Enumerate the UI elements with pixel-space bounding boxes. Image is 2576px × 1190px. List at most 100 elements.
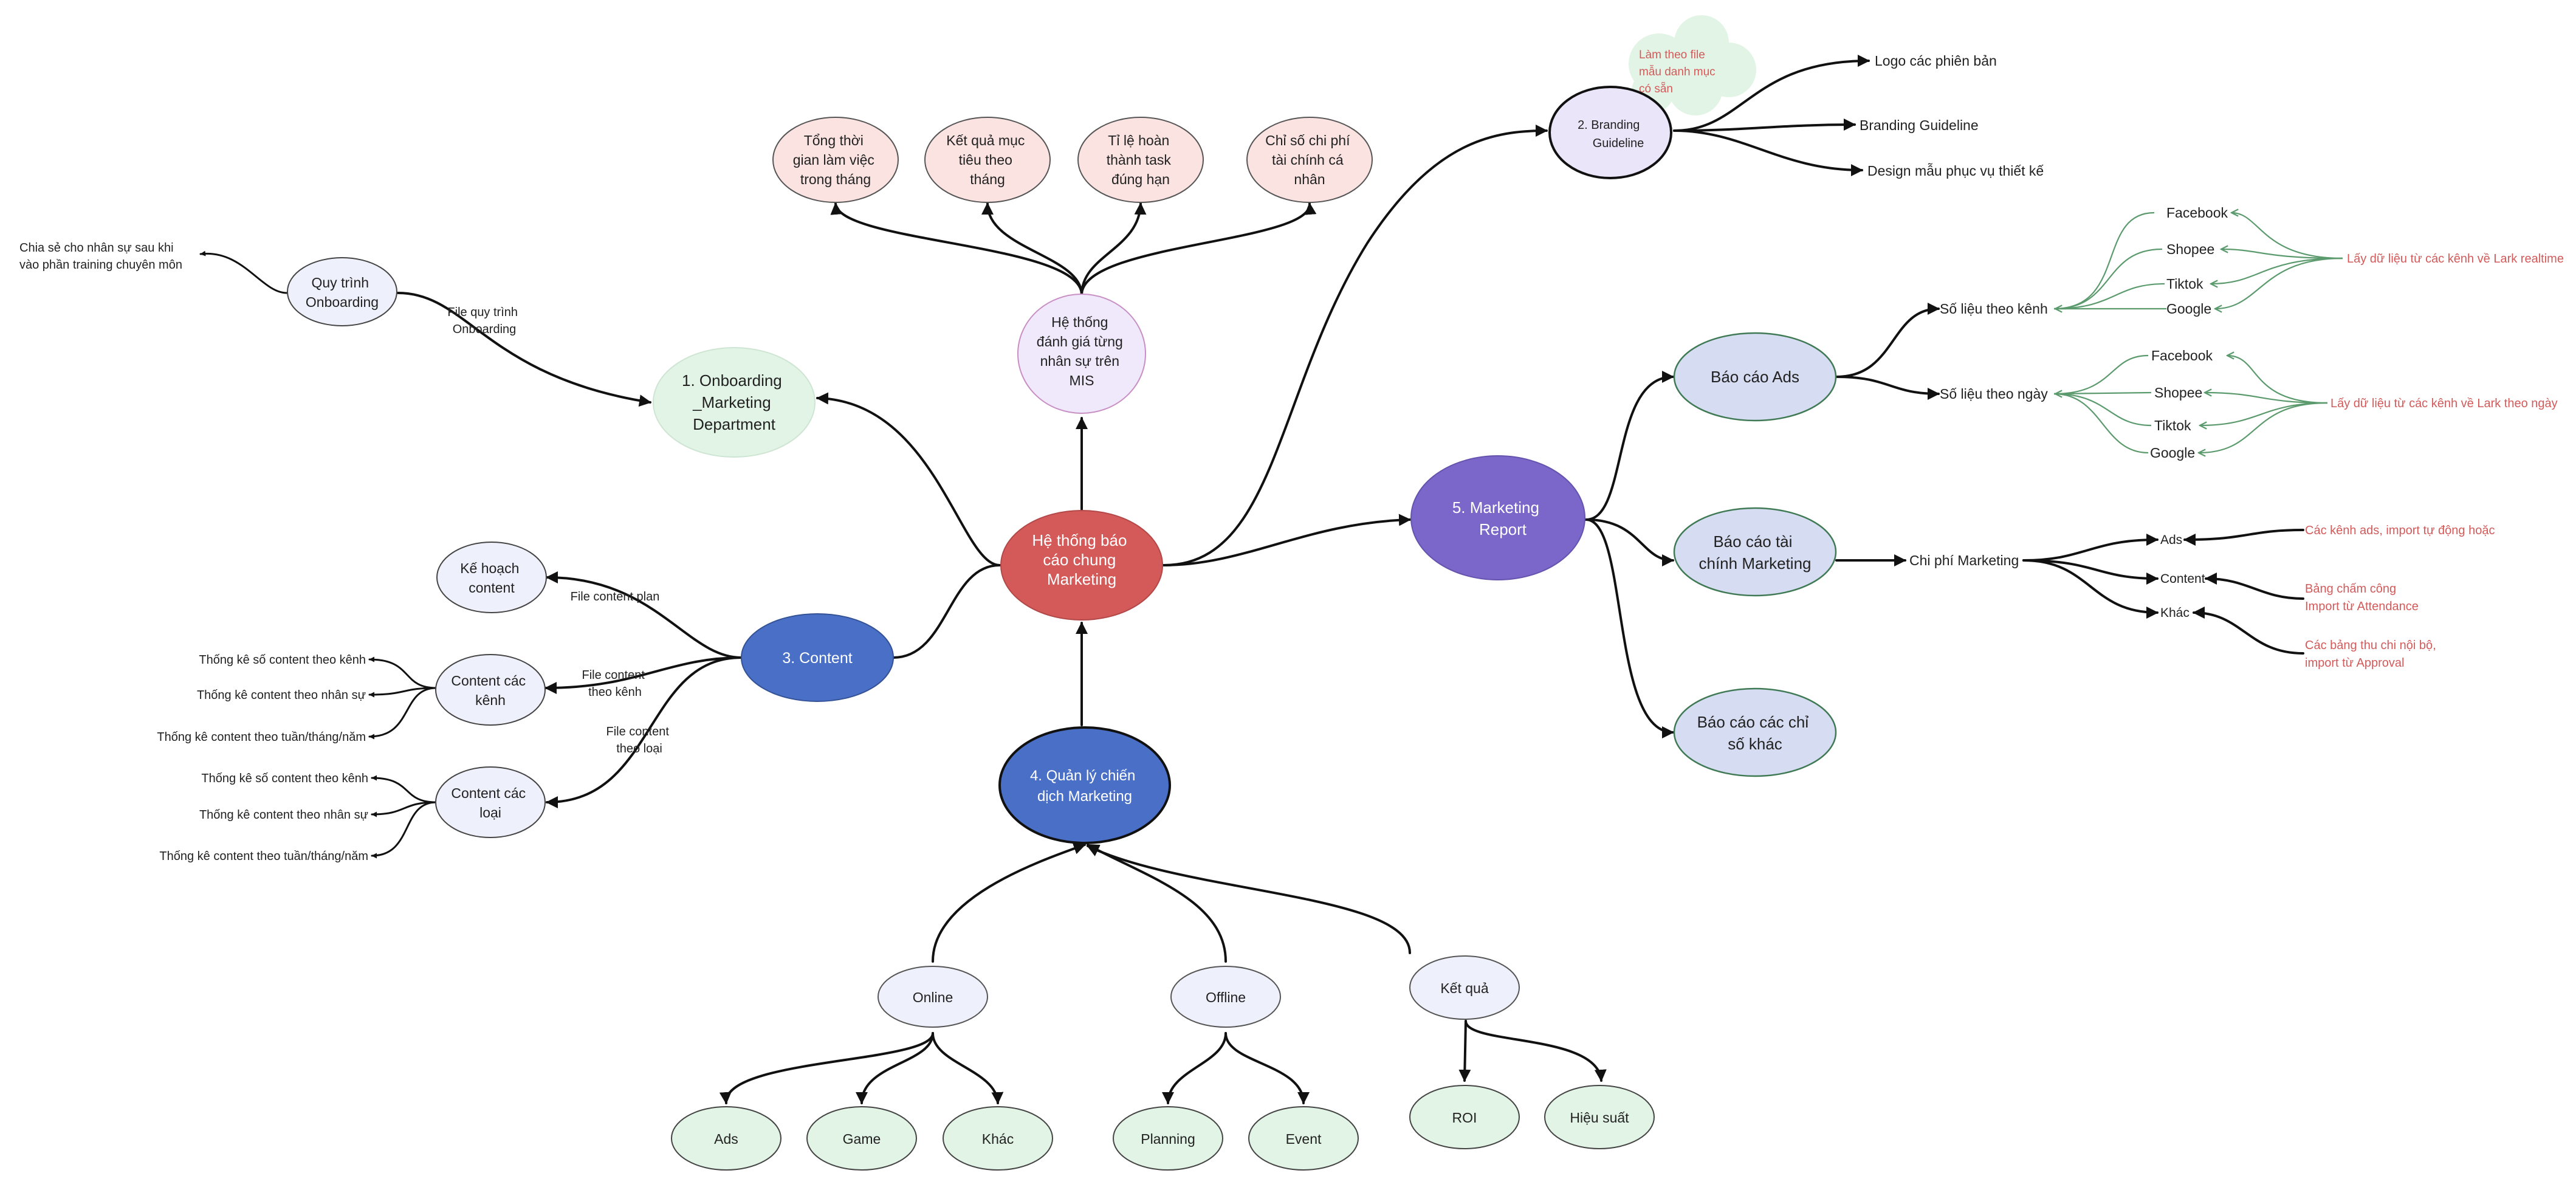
branding-item-3[interactable]: Design mẫu phục vụ thiết kế [1867,163,2044,179]
online-child-ads[interactable]: Ads [671,1106,781,1171]
content-node[interactable]: 3. Content [741,613,894,702]
results-child-roi[interactable]: ROI [1409,1085,1520,1149]
edges [199,55,2304,1104]
edge-center-report [1163,514,1411,566]
realtime-facebook[interactable]: Facebook [2166,205,2228,221]
edge-note-ads [2183,529,2304,546]
content-types-l1: Content các [451,785,526,801]
onboarding-edge-l2: Onboarding [453,323,517,336]
edge-channels-stat-1 [368,656,438,689]
channel-stat-3: Thống kê content theo tuần/tháng/năm [157,731,366,744]
online-child-game-label: Game [843,1131,881,1147]
campaign-node[interactable]: 4. Quản lý chiến dịch Marketing [998,726,1171,844]
mis-line-3: nhân sự trên [1040,353,1119,369]
onboarding-process-l1: Quy trình [312,275,369,291]
edge-branding-item-3 [1673,129,1863,176]
onboarding-note-l1: Chia sẻ cho nhân sự sau khi [19,241,174,255]
mis-line-1: Hệ thống [1051,314,1108,330]
report-finance-l1: Báo cáo tài [1713,532,1792,551]
report-other-node[interactable]: Báo cáo các chỉ số khác [1673,687,1837,777]
realtime-tiktok[interactable]: Tiktok [2166,276,2203,292]
edge-center-onboarding [816,392,1001,566]
daily-google[interactable]: Google [2150,445,2195,461]
results-child-perf[interactable]: Hiệu suất [1544,1085,1655,1149]
green-edges [2053,212,2343,453]
edge-content-channels [544,656,743,694]
onboarding-process-ellipse [287,257,397,326]
mis-item-4-l1: Chỉ số chi phí [1265,132,1350,148]
content-type-stats: Thống kê số content theo kênh Thống kê c… [159,772,368,863]
edge-branding-item-2 [1673,119,1856,132]
branding-item-1[interactable]: Logo các phiên bản [1875,53,1997,69]
content-channels-node[interactable]: Content các kênh [435,654,546,726]
edge-rt-facebook [2231,213,2343,260]
edge-report-other [1585,518,1674,738]
mis-item-3-ellipse [1077,117,1204,203]
offline-child-event[interactable]: Event [1248,1106,1359,1171]
branding-item-2[interactable]: Branding Guideline [1860,117,1979,133]
finance-items: Ads Content Khác [2160,533,2205,620]
finance-item-content[interactable]: Content [2160,572,2205,586]
onboarding-edge-label: File quy trình Onboarding [447,306,521,336]
daily-note: Lấy dữ liệu từ các kênh về Lark theo ngà… [2330,397,2558,410]
results-ellipse [1409,955,1520,1020]
realtime-shopee[interactable]: Shopee [2166,241,2214,257]
svg-text:Content các kênh: Content các kênh [451,673,529,708]
realtime-google[interactable]: Google [2166,301,2211,317]
offline-child-planning[interactable]: Planning [1113,1106,1223,1171]
finance-item-other[interactable]: Khác [2160,606,2190,620]
svg-text:Báo cáo các chỉ số khác: Báo cáo các chỉ số khác [1697,713,1813,753]
center-node[interactable]: Hệ thống báo cáo chung Marketing [1000,510,1163,621]
ads-by-channel[interactable]: Số liệu theo kênh [1940,301,2048,317]
svg-text:Tỉ lệ hoàn thành task: Tỉ lệ hoàn thành task đúng hạn [1107,132,1175,187]
onboarding-line-1: 1. Onboarding [682,371,782,390]
mis-item-1-l1: Tổng thời [804,132,864,148]
mis-item-3-l1: Tỉ lệ hoàn [1108,132,1169,148]
online-label: Online [913,989,953,1005]
finance-item-ads[interactable]: Ads [2160,533,2182,547]
mis-node[interactable]: Hệ thống đánh giá từng nhân sự trên MIS [1017,294,1146,414]
daily-platforms: Facebook Shopee Tiktok Google [2150,348,2213,461]
cloud-shape [1629,15,1756,115]
offline-node[interactable]: Offline [1170,966,1281,1028]
daily-tiktok[interactable]: Tiktok [2154,418,2191,433]
edge-daily-facebook [2227,356,2328,404]
mis-item-1-l2: gian làm việc [793,152,874,168]
mis-item-2[interactable]: Kết quả mục tiêu theo tháng [924,117,1051,203]
mis-item-3[interactable]: Tỉ lệ hoàn thành task đúng hạn [1077,117,1204,203]
content-types-edge-label: File content theo loại [606,725,673,755]
campaign-line-1: 4. Quản lý chiến [1030,768,1135,784]
content-plan-node[interactable]: Kế hoạch content [436,542,547,613]
branding-node[interactable]: 2. Branding Guideline [1548,86,1672,179]
daily-shopee[interactable]: Shopee [2154,385,2202,401]
results-node[interactable]: Kết quả [1409,955,1520,1020]
online-child-ads-ellipse [671,1106,781,1171]
report-node[interactable]: 5. Marketing Report [1410,455,1585,580]
online-node[interactable]: Online [878,966,988,1028]
onboarding-process-node[interactable]: Quy trình Onboarding [287,257,397,326]
finance-note-other-l1: Các bảng thu chi nội bộ, [2305,639,2436,652]
type-stat-2: Thống kê content theo nhân sự [199,808,368,822]
mis-item-4[interactable]: Chỉ số chi phí tài chính cá nhân [1246,117,1373,203]
onboarding-node[interactable]: 1. Onboarding _Marketing Department [653,347,816,458]
online-child-game-ellipse [806,1106,917,1171]
finance-cost[interactable]: Chi phí Marketing [1909,552,2019,568]
finance-note-other: Các bảng thu chi nội bộ, import từ Appro… [2305,639,2439,670]
mis-item-3-l2: thành task [1107,152,1172,168]
online-children: Ads Game Khác [671,1106,1053,1171]
report-other-ellipse [1673,687,1837,777]
online-child-game[interactable]: Game [806,1106,917,1171]
edge-bychannel-facebook [2053,212,2155,310]
offline-child-planning-label: Planning [1141,1131,1195,1147]
report-finance-node[interactable]: Báo cáo tài chính Marketing [1673,507,1837,597]
daily-facebook[interactable]: Facebook [2151,348,2213,363]
content-types-node[interactable]: Content các loại [435,766,546,838]
online-child-ads-label: Ads [714,1131,738,1147]
mis-item-1[interactable]: Tổng thời gian làm việc trong tháng [772,117,899,203]
online-child-other[interactable]: Khác [943,1106,1053,1171]
edge-results-perf [1465,1020,1607,1082]
svg-text:Báo cáo tài chính Market: Báo cáo tài chính Marketing [1699,532,1812,573]
ads-by-day[interactable]: Số liệu theo ngày [1940,386,2048,402]
content-types-ellipse [435,766,546,838]
report-ads-node[interactable]: Báo cáo Ads [1673,332,1837,422]
